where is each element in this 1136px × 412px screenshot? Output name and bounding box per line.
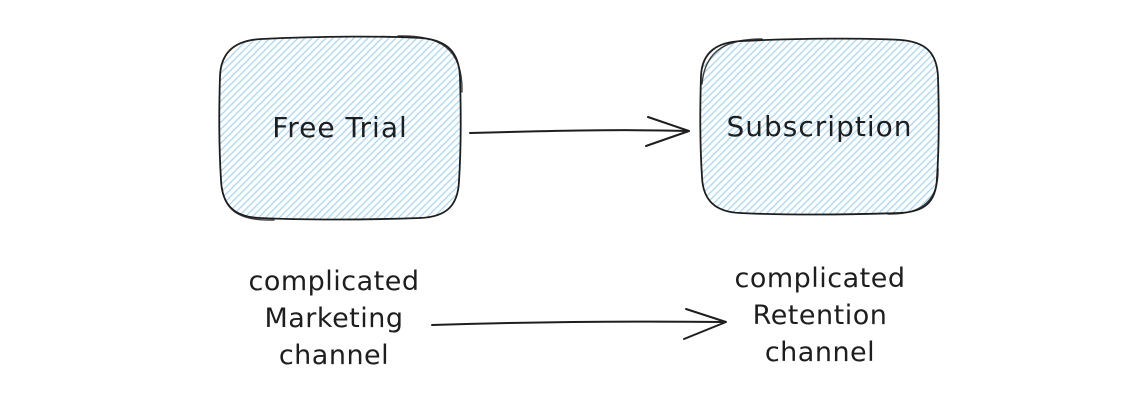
label-retention-line-1: complicated bbox=[734, 263, 906, 294]
node-shape-subscription bbox=[699, 37, 940, 216]
label-retention-line-3: channel bbox=[764, 337, 876, 368]
label-marketing-line-3: channel bbox=[278, 340, 390, 371]
arrow-marketing-to-retention bbox=[431, 308, 727, 340]
label-retention-channel: complicated Retention channel bbox=[700, 260, 940, 371]
arrow-free-trial-to-subscription bbox=[469, 116, 690, 147]
label-marketing-line-2: Marketing bbox=[264, 303, 404, 334]
label-retention-line-2: Retention bbox=[752, 300, 888, 331]
label-marketing-line-1: complicated bbox=[248, 266, 420, 297]
node-shape-free-trial bbox=[218, 35, 463, 221]
label-marketing-channel: complicated Marketing channel bbox=[214, 263, 454, 374]
